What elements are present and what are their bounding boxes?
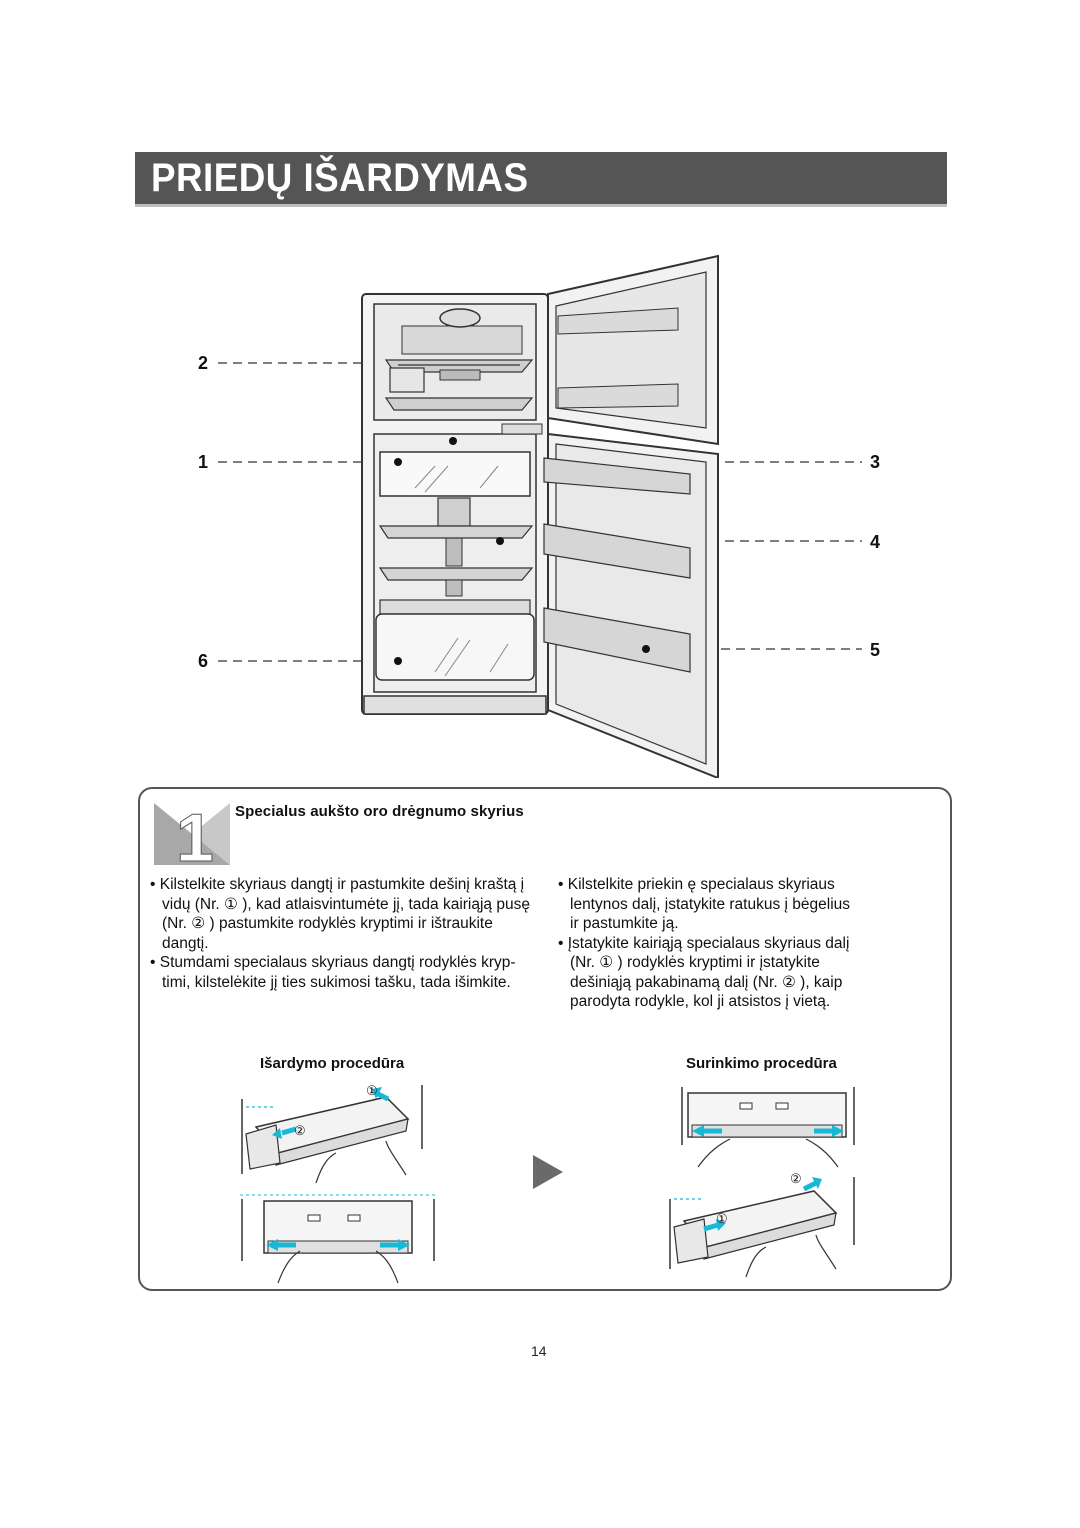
marker-2: ②	[790, 1171, 802, 1186]
disassembly-instructions: • Kilstelkite skyriaus dangtį ir pastumk…	[150, 875, 542, 992]
callout-4: 4	[870, 532, 881, 552]
page-title-bar: PRIEDŲ IŠARDYMAS	[135, 152, 947, 207]
instruction-paragraph: • Įstatykite kairiąją specialaus skyriau…	[558, 934, 850, 1011]
section-title: Specialus aukšto oro drėgnumo skyrius	[235, 803, 524, 820]
assembly-illustration-top	[681, 1087, 855, 1168]
assembly-illustration-bottom	[669, 1177, 855, 1278]
instruction-paragraph: • Kilstelkite skyriaus dangtį ir pastumk…	[150, 876, 530, 952]
callout-3: 3	[870, 452, 881, 472]
step-number: 1	[176, 803, 214, 865]
callout-1: 1	[198, 452, 209, 472]
callout-2: 2	[198, 353, 209, 373]
assembly-label: Surinkimo procedūra	[686, 1055, 837, 1072]
marker-2: ②	[294, 1123, 306, 1138]
callout-6: 6	[198, 651, 209, 671]
disassembly-label: Išardymo procedūra	[260, 1055, 405, 1072]
disassembly-illustration-top	[241, 1085, 423, 1184]
instruction-panel: 1 Specialus aukšto oro drėgnumo skyrius …	[138, 787, 952, 1291]
instruction-paragraph: • Kilstelkite priekin ę specialaus skyri…	[558, 876, 851, 932]
marker-1: ①	[716, 1211, 728, 1226]
instruction-paragraph: • Stumdami specialaus skyriaus dangtį ro…	[150, 954, 516, 991]
disassembly-illustration-bottom	[240, 1194, 436, 1284]
callout-5: 5	[870, 640, 881, 660]
step-number-badge: 1	[154, 803, 230, 865]
procedure-arrow-icon	[533, 1155, 563, 1189]
marker-1: ①	[366, 1083, 378, 1098]
refrigerator-diagram	[218, 254, 862, 778]
assembly-instructions: • Kilstelkite priekin ę specialaus skyri…	[558, 875, 858, 1012]
page-title: PRIEDŲ IŠARDYMAS	[151, 156, 529, 200]
page-number: 14	[531, 1343, 547, 1359]
